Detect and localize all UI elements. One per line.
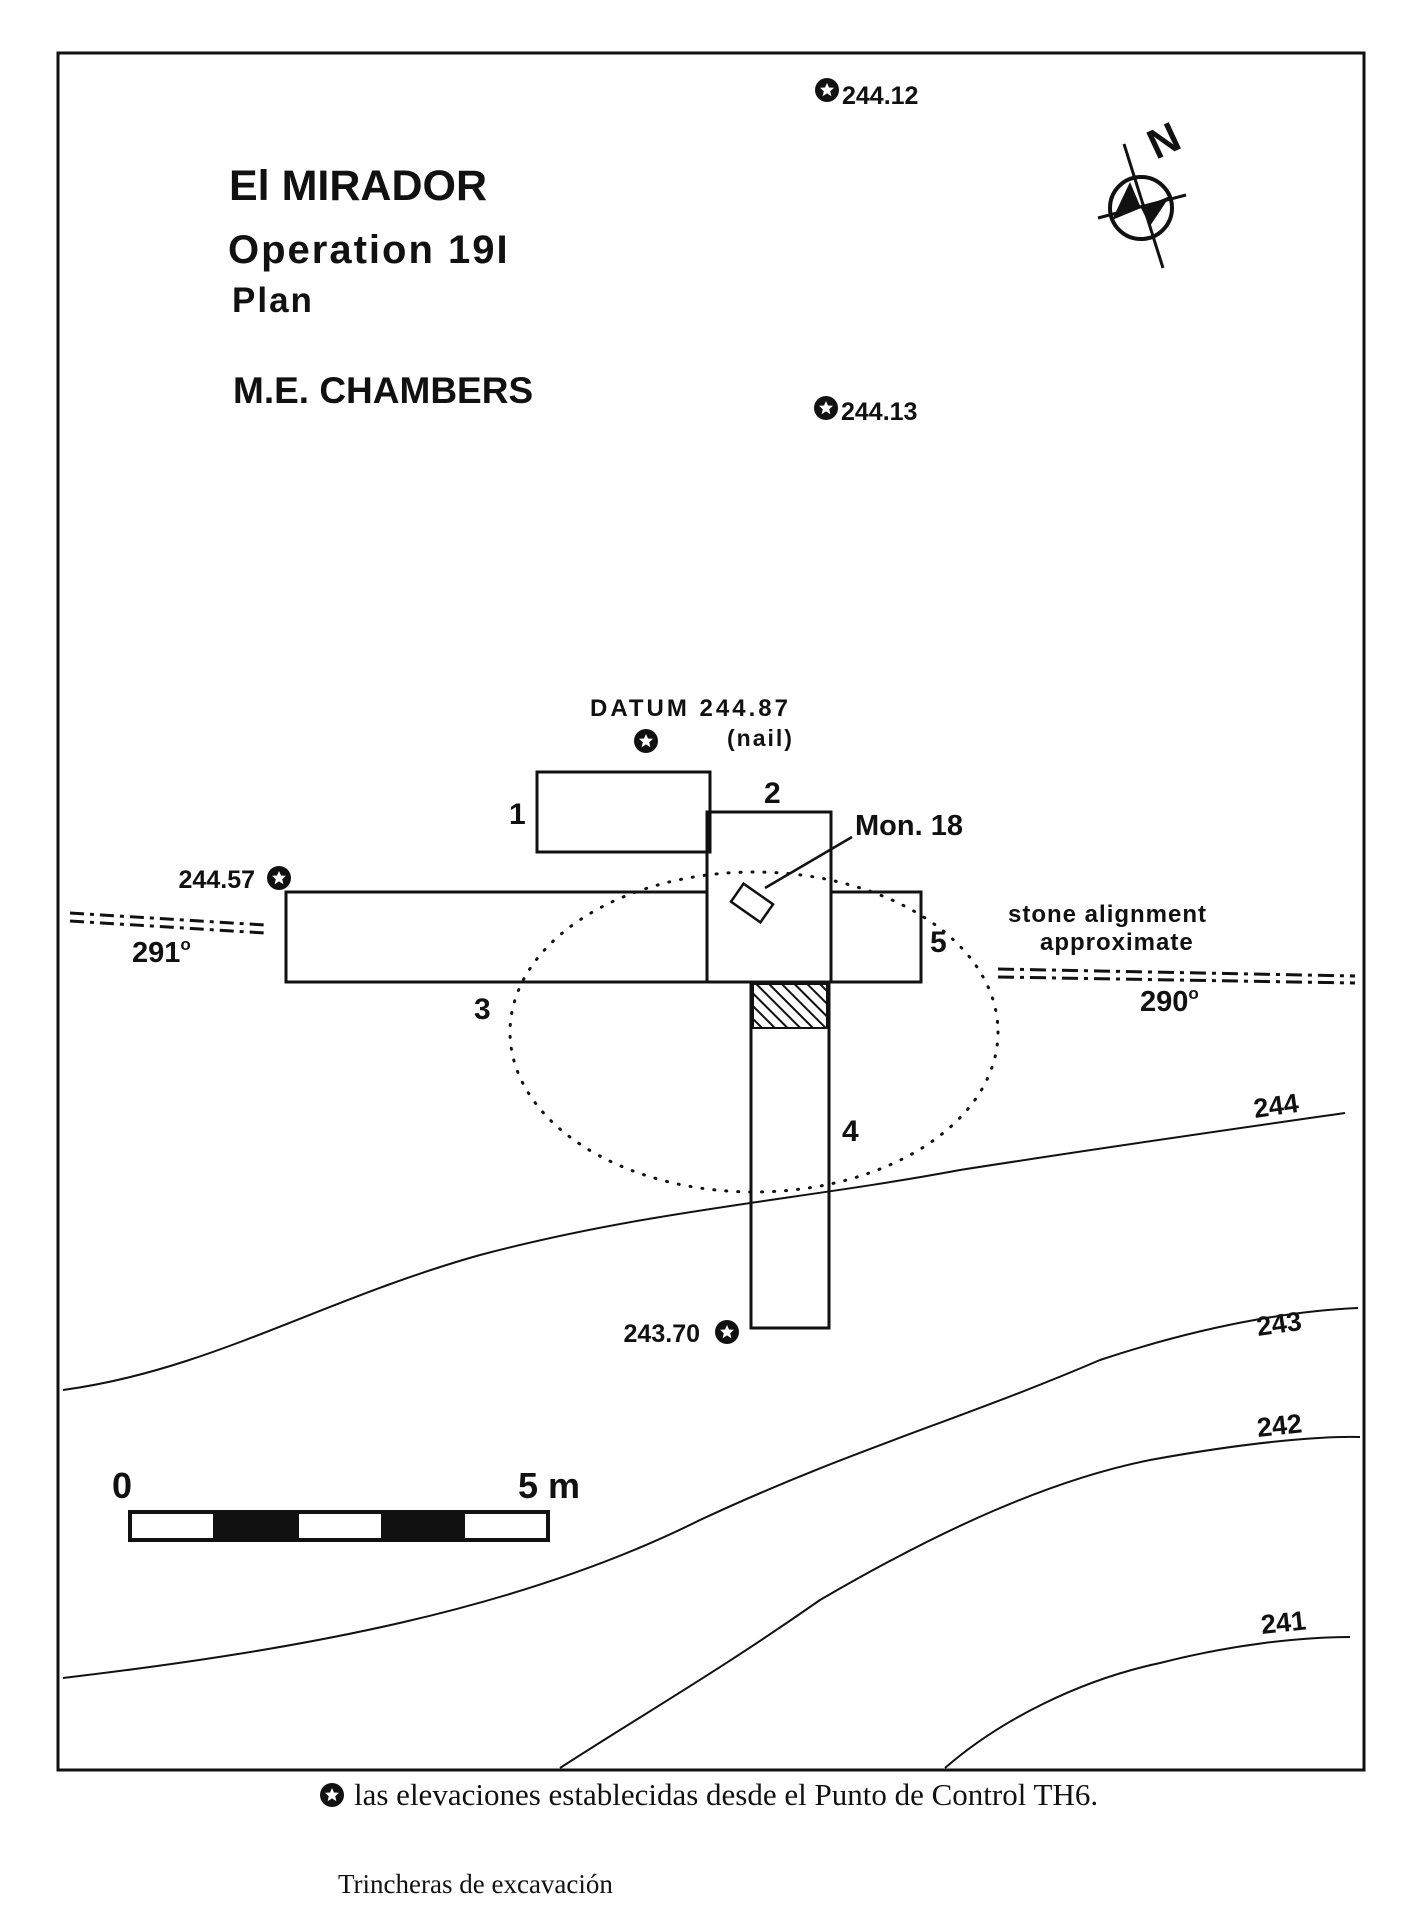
plan-subtitle: Plan bbox=[232, 281, 314, 320]
contour-241 bbox=[944, 1636, 1351, 1769]
contour-label: 242 bbox=[1255, 1408, 1303, 1443]
legend-elevations-text: las elevaciones establecidas desde el Pu… bbox=[354, 1777, 1099, 1812]
benchmark-icon bbox=[320, 1783, 344, 1807]
monument-leader bbox=[764, 835, 853, 890]
elevation-label: 243.70 bbox=[624, 1320, 700, 1348]
datum-note: (nail) bbox=[727, 725, 794, 751]
bearing-label: 291o bbox=[132, 935, 191, 969]
legend-trenches: Trincheras de excavación bbox=[338, 1869, 613, 1899]
scale-label-zero: 0 bbox=[112, 1465, 132, 1506]
mound-outline bbox=[508, 870, 1000, 1194]
stone-alignment-east bbox=[997, 967, 1356, 985]
operation-title: Operation 19I bbox=[228, 228, 510, 272]
contour-243 bbox=[62, 1307, 1359, 1679]
scale-bar bbox=[128, 1510, 550, 1542]
stone-alignment-label: approximate bbox=[1040, 929, 1194, 956]
scale-label-end: 5 m bbox=[518, 1465, 580, 1506]
map-frame bbox=[56, 51, 1366, 1772]
author-name: M.E. CHAMBERS bbox=[233, 370, 533, 411]
trench-label: 5 bbox=[930, 926, 947, 959]
monument-18-outline bbox=[729, 881, 775, 925]
monument-label: Mon. 18 bbox=[855, 810, 963, 842]
trench-3 bbox=[284, 890, 709, 984]
elevation-label: 244.12 bbox=[842, 82, 918, 110]
contour-244 bbox=[62, 1112, 1346, 1391]
trench-5 bbox=[829, 890, 923, 984]
trench-label: 1 bbox=[509, 798, 526, 831]
elevation-label: 244.13 bbox=[841, 398, 917, 426]
site-title: El MIRADOR bbox=[229, 162, 487, 210]
trench-1 bbox=[535, 770, 712, 854]
contour-label: 241 bbox=[1259, 1605, 1307, 1640]
trench-label: 2 bbox=[764, 777, 781, 810]
contour-label: 244 bbox=[1252, 1088, 1301, 1124]
hatched-feature bbox=[752, 983, 828, 1029]
benchmark-icon bbox=[267, 866, 291, 890]
north-arrow-icon: N bbox=[1097, 113, 1187, 269]
trench-4 bbox=[749, 980, 831, 1330]
contour-label: 243 bbox=[1255, 1306, 1304, 1342]
trench-label: 4 bbox=[842, 1115, 859, 1148]
legend-elevations: las elevaciones establecidas desde el Pu… bbox=[318, 1777, 1098, 1813]
north-label: N bbox=[1140, 113, 1187, 168]
stone-alignment-label: stone alignment bbox=[1008, 901, 1207, 928]
benchmark-icon bbox=[715, 1320, 739, 1344]
benchmark-icon bbox=[814, 396, 838, 420]
datum-icon bbox=[634, 729, 658, 753]
benchmark-icon bbox=[815, 78, 839, 102]
trench-2 bbox=[705, 810, 833, 984]
elevation-label: 244.57 bbox=[179, 866, 255, 894]
stone-alignment-west bbox=[69, 911, 266, 935]
bearing-label: 290o bbox=[1140, 984, 1199, 1018]
contour-242 bbox=[559, 1435, 1361, 1769]
datum-label: DATUM 244.87 bbox=[590, 695, 791, 722]
trench-label: 3 bbox=[474, 993, 491, 1026]
